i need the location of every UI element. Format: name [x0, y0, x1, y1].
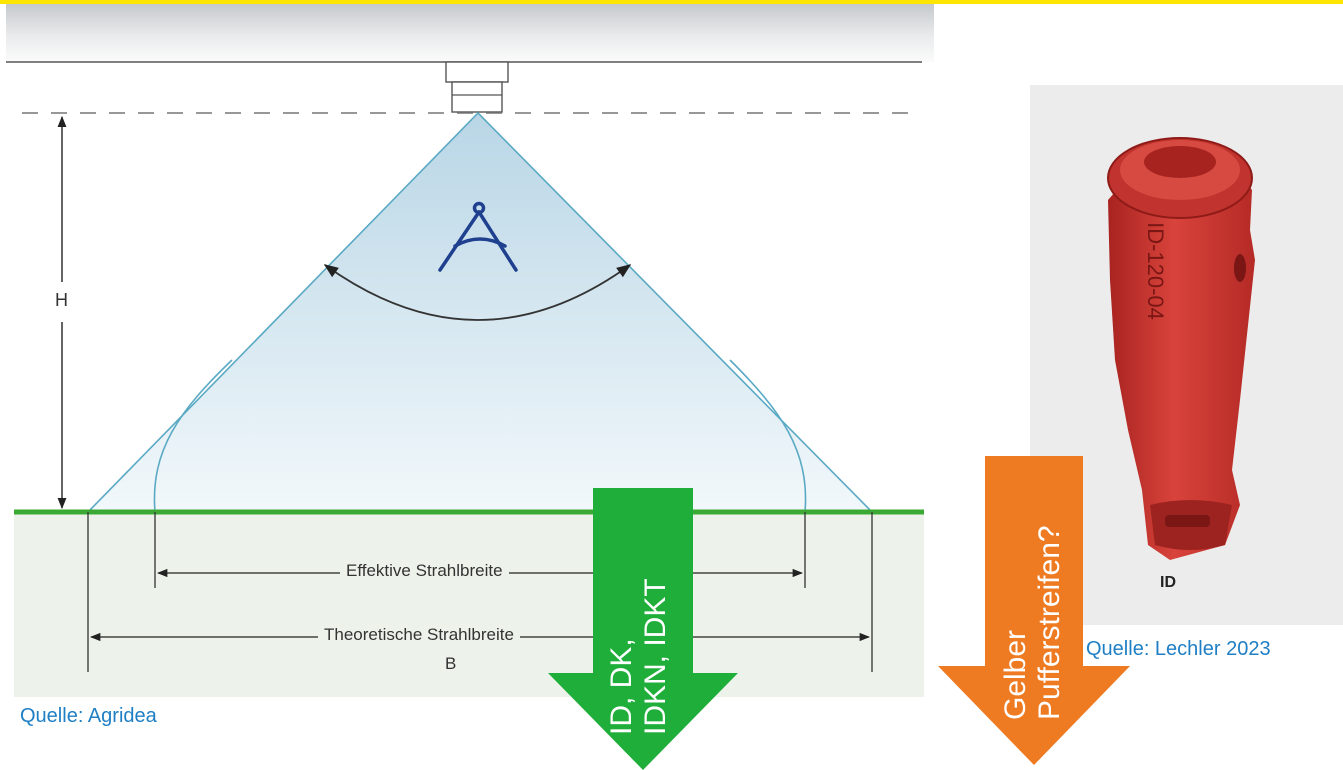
- ground-area: [14, 512, 924, 697]
- spray-boom: [6, 4, 934, 62]
- angle-icon: [438, 201, 518, 272]
- orange-arrow-line2: Pufferstreifen?: [1033, 525, 1066, 720]
- green-arrow: [548, 488, 738, 770]
- orange-arrow-text: Gelber Pufferstreifen?: [999, 430, 1069, 720]
- top-yellow-bar: [0, 0, 1343, 4]
- nozzle-caption: ID: [1160, 574, 1176, 591]
- extension-lines: [87, 512, 873, 672]
- effective-spray-curve-left: [153, 359, 233, 513]
- spray-angle-arc: [323, 264, 632, 321]
- orange-arrow: [938, 456, 1130, 765]
- green-arrow-text: ID, DK, IDKN, IDKT: [605, 455, 675, 735]
- spray-cone: [86, 111, 874, 513]
- orange-arrow-line1: Gelber: [999, 629, 1032, 720]
- green-arrow-line1: ID, DK,: [605, 638, 638, 735]
- source-lechler: Quelle: Lechler 2023: [1086, 638, 1271, 660]
- source-agridea: Quelle: Agridea: [20, 705, 157, 727]
- nozzle-engraving: ID-120-04: [1143, 222, 1168, 320]
- nozzle-holder: [445, 61, 509, 113]
- nozzle-icon: [1107, 137, 1255, 560]
- green-arrow-line2: IDKN, IDKT: [639, 578, 672, 735]
- height-label: H: [55, 290, 68, 310]
- effective-width-label: Effektive Strahlbreite: [340, 561, 509, 581]
- theoretical-width-label: Theoretische Strahlbreite: [318, 625, 520, 645]
- effective-spray-curve-right: [729, 359, 807, 513]
- width-symbol-label: B: [445, 654, 457, 673]
